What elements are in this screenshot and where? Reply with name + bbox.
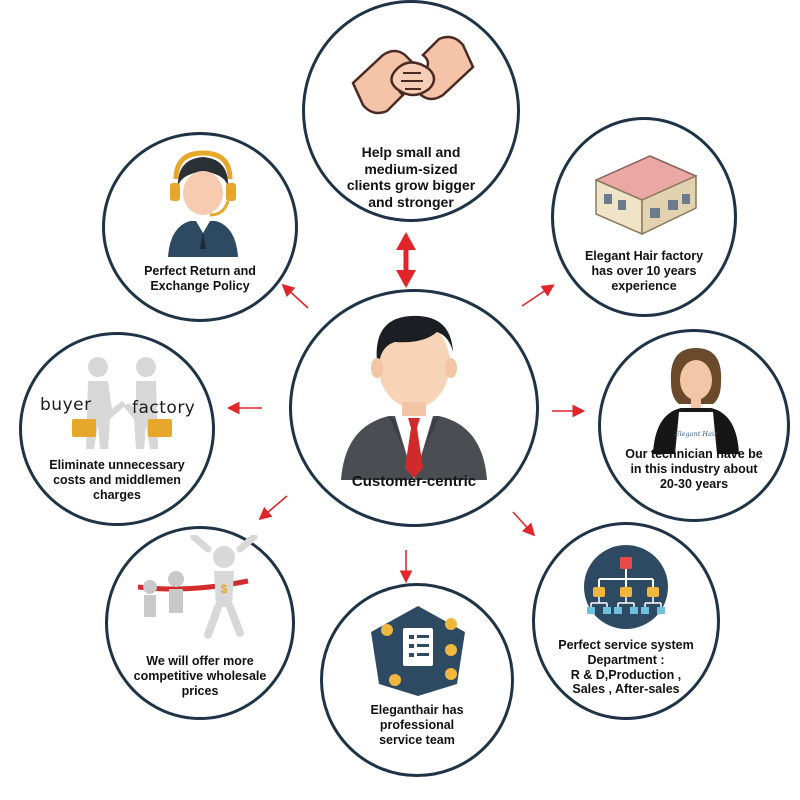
arrow-top-left <box>281 283 309 309</box>
factory-building-icon <box>594 155 698 236</box>
node-bottom-right <box>532 522 720 720</box>
node-right: Elegant Hair <box>598 329 790 522</box>
node-top <box>302 0 520 222</box>
handshake-grip-icon <box>351 35 475 115</box>
support-agent-icon <box>168 150 238 257</box>
node-left <box>19 332 215 526</box>
node-bottom <box>320 583 514 777</box>
node-bottom-left-label: We will offer more competitive wholesale… <box>133 654 267 698</box>
node-right-label: Our technician have be in this industry … <box>625 447 763 491</box>
buyer-factory-handshake-icon <box>72 357 172 449</box>
arrow-top-right <box>521 284 555 307</box>
center-node <box>289 289 539 527</box>
factory-text: factory <box>132 398 196 418</box>
node-bottom-left: $ <box>105 526 295 720</box>
node-bottom-right-label: Perfect service system Department : R & … <box>558 638 694 697</box>
team-document-icon <box>371 606 465 696</box>
node-top-left-label: Perfect Return and Exchange Policy <box>144 264 256 293</box>
node-top-left <box>102 132 298 322</box>
node-top-label: Help small and medium-sized clients grow… <box>346 144 476 210</box>
arrow-top <box>396 232 416 288</box>
org-chart-icon <box>584 545 668 629</box>
center-label: Customer-centric <box>351 473 477 490</box>
node-top-right-label: Elegant Hair factory has over 10 years e… <box>584 249 704 293</box>
apron-text: Elegant Hair <box>674 430 718 438</box>
node-left-label: Eliminate unnecessary costs and middleme… <box>49 458 185 502</box>
node-bottom-label: Eleganthair has professional service tea… <box>370 703 464 747</box>
node-top-right <box>551 117 737 317</box>
arrow-bottom-left <box>258 495 288 521</box>
buyer-text: buyer <box>40 395 92 415</box>
technician-woman-icon: Elegant Hair <box>653 348 739 454</box>
winners-race-icon: $ <box>137 535 258 639</box>
svg-text:$: $ <box>221 582 228 596</box>
arrow-bottom-right <box>512 511 536 537</box>
businessman-icon <box>341 315 487 480</box>
